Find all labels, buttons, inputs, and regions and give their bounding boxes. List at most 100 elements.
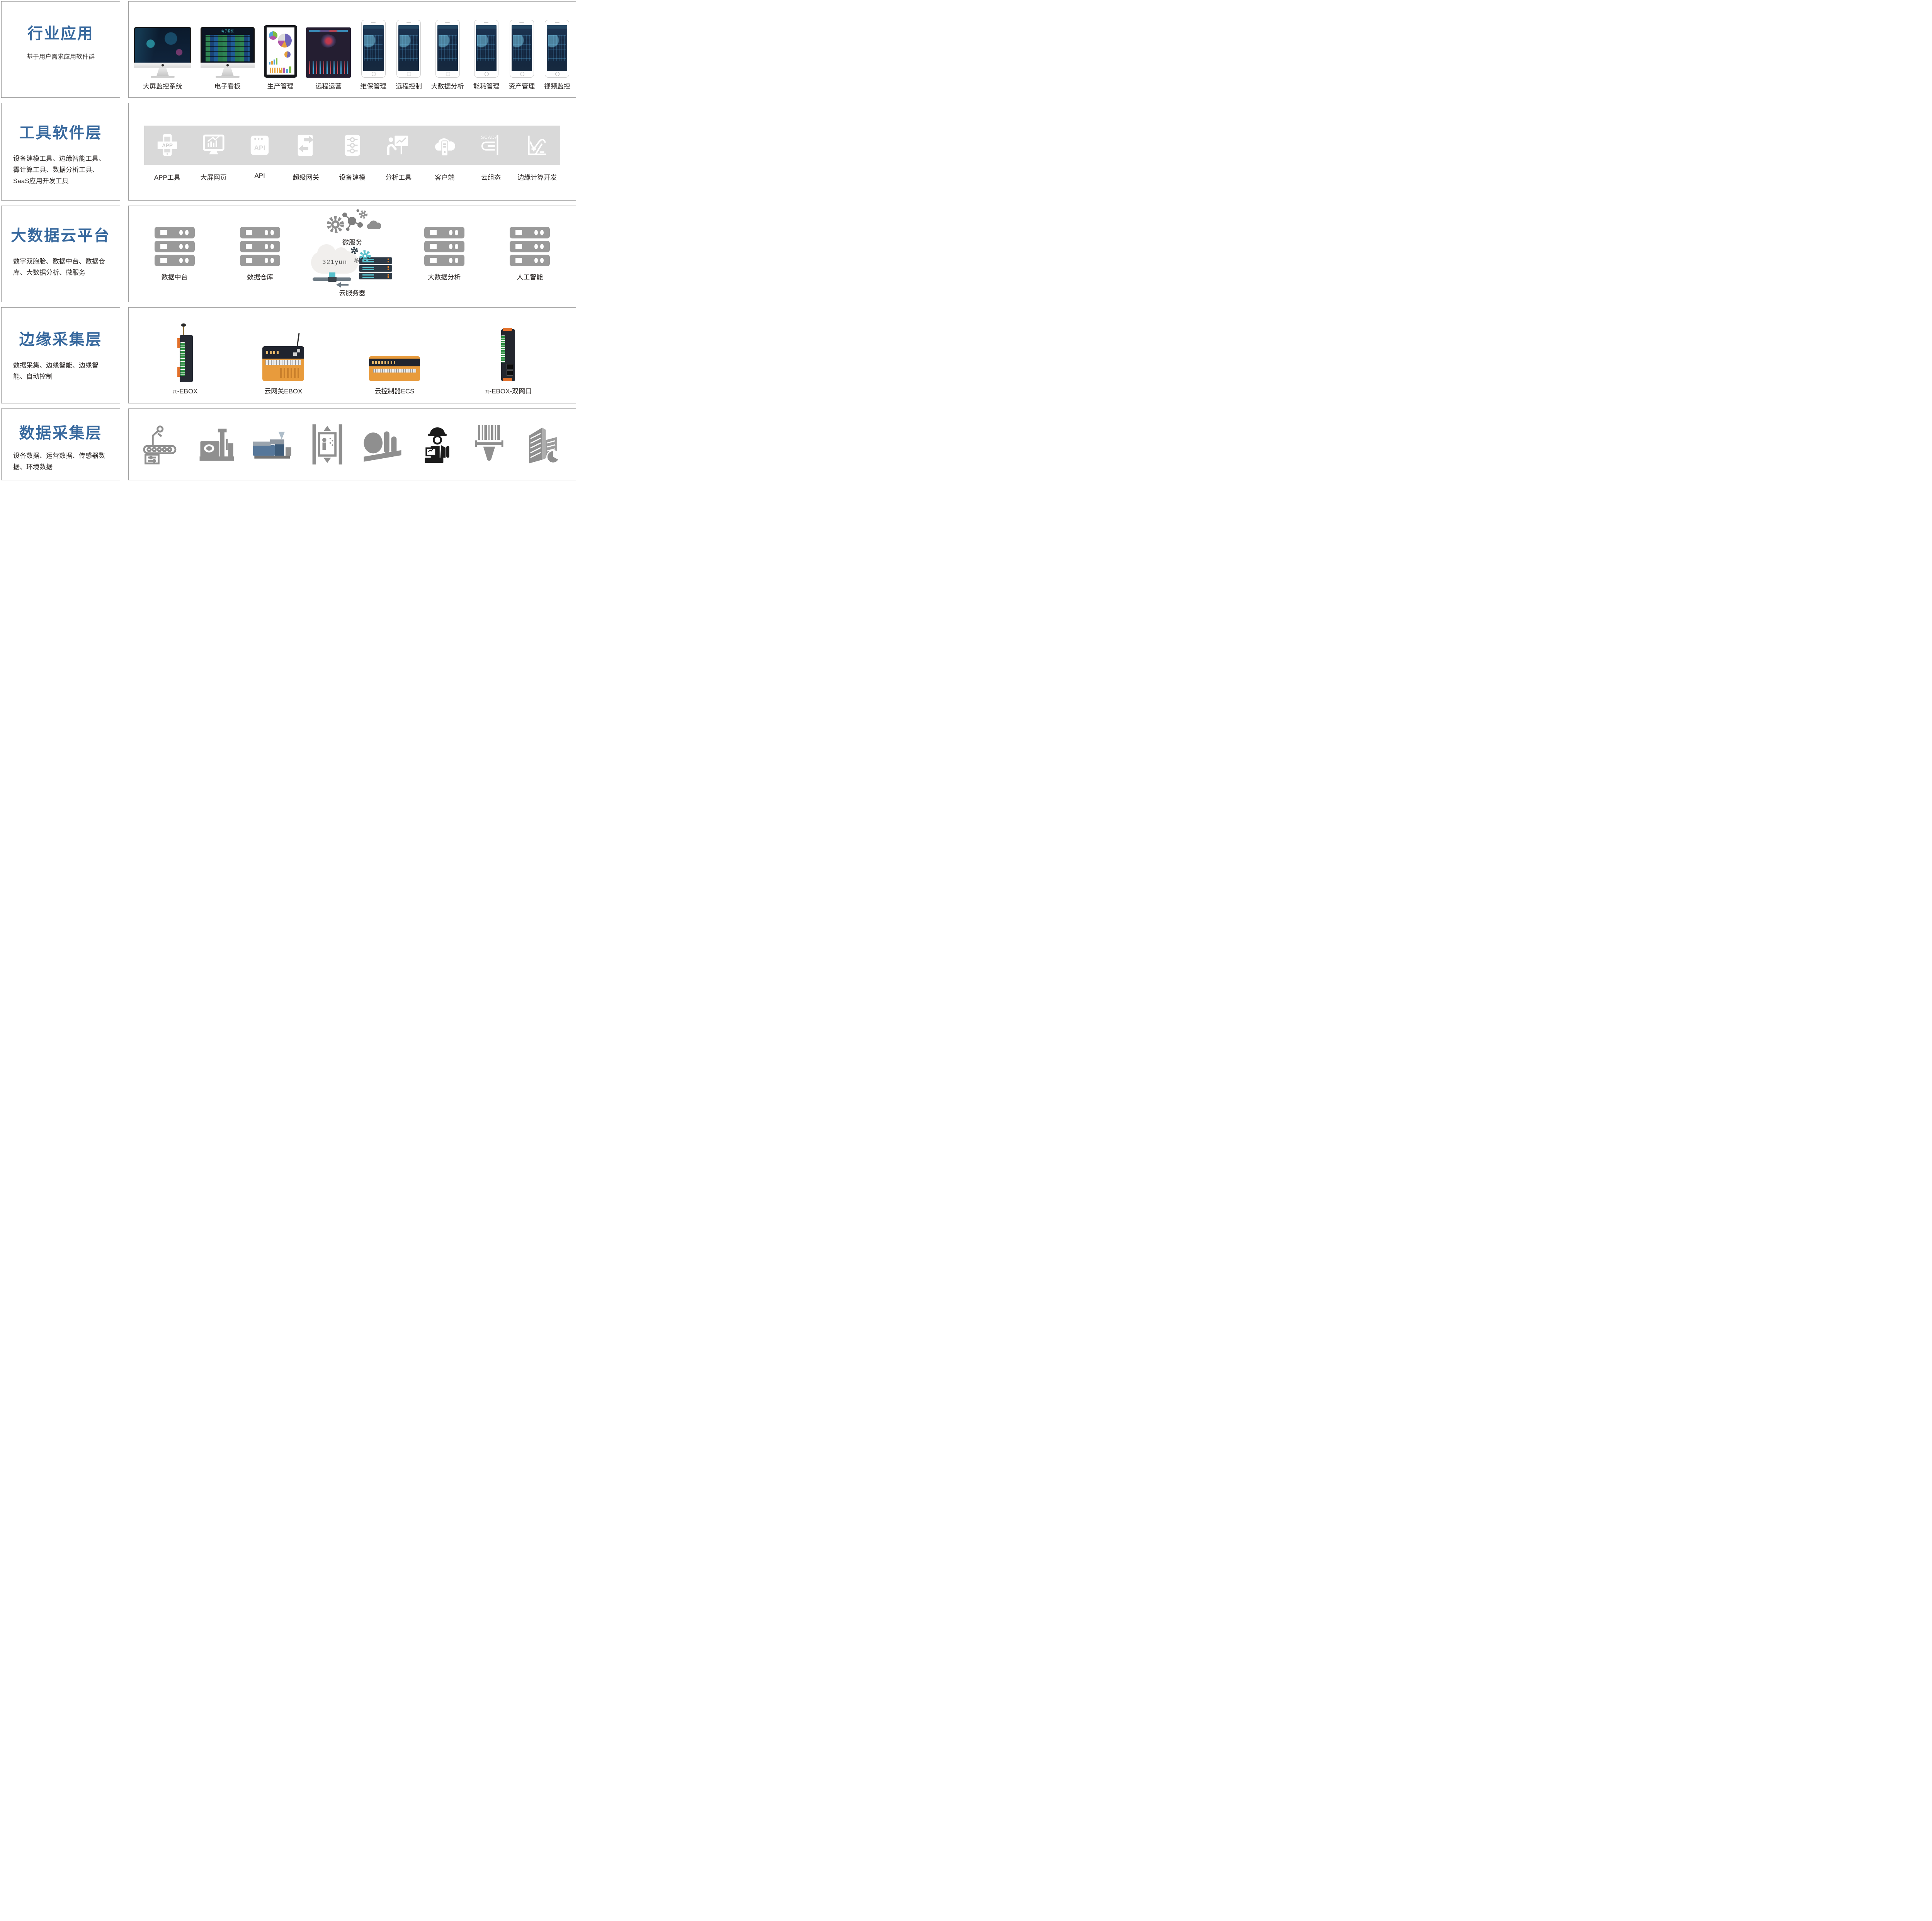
app-label: 生产管理	[267, 83, 294, 90]
smartphone-dashboard	[545, 20, 570, 78]
device-label: 云网关EBOX	[264, 388, 303, 395]
industry-layer-title: 行业应用	[27, 25, 94, 42]
analysis-tool-icon	[375, 133, 422, 157]
app-label: 资产管理	[509, 83, 535, 90]
tools-panel: APP API	[128, 103, 576, 201]
svg-text:SCADA: SCADA	[481, 135, 498, 140]
server-stack-icon	[510, 226, 550, 266]
edge-layer-subtitle: 数据采集、边缘智能、边缘智能、自动控制	[13, 362, 99, 380]
industrial-plant-icon	[364, 431, 401, 462]
row-tool-software: 工具软件层 设备建模工具、边缘智能工具、雾计算工具、数据分析工具、SaaS应用开…	[1, 103, 576, 201]
pi-ebox-dual-port-image	[500, 327, 517, 381]
row-edge-collection: 边缘采集层 数据采集、边缘智能、边缘智能、自动控制 π-EBOX 云网关EBOX	[1, 307, 576, 403]
node-label: 微服务	[342, 239, 362, 246]
row-bigdata-cloud: 大数据云平台 数字双胞胎、数据中台、数据仓库、大数据分析、微服务 数据中台 数据…	[1, 206, 576, 302]
tools-icon-band: APP API	[144, 126, 560, 165]
cnc-machine-icon	[199, 429, 234, 461]
tools-layer-panel: 工具软件层 设备建模工具、边缘智能工具、雾计算工具、数据分析工具、SaaS应用开…	[1, 103, 120, 201]
app-e-kanban: 电子看板 电子看板	[200, 27, 255, 90]
app-label: 维保管理	[360, 83, 387, 90]
smart-building-icon	[529, 427, 560, 464]
architecture-diagram: 行业应用 基于用户需求应用软件群 大屏监控系统 电子看板	[1, 1, 576, 480]
smartphone-dashboard	[361, 20, 386, 78]
app-label: 大屏监控系统	[143, 83, 182, 90]
imac-monitor-kanban-dashboard: 电子看板	[200, 27, 255, 78]
node-data-middle-platform: 数据中台	[132, 208, 218, 299]
edge-computing-dev-icon	[514, 133, 560, 157]
cloud-layer-subtitle: 数字双胞胎、数据中台、数据仓库、大数据分析、微服务	[13, 258, 105, 276]
device-pi-ebox-dual-port: π-EBOX-双网口	[485, 327, 532, 395]
node-artificial-intelligence: 人工智能	[487, 208, 573, 299]
app-tool-icon: APP	[144, 133, 190, 157]
node-label: 大数据分析	[428, 273, 461, 281]
industry-apps-panel: 大屏监控系统 电子看板 电子看板	[128, 1, 576, 98]
smartphone-dashboard	[474, 20, 498, 78]
tool-label: APP工具	[154, 174, 180, 181]
node-middle-column: 微服务 321yun	[303, 208, 401, 299]
edge-devices-panel: π-EBOX 云网关EBOX 云控制器ECS	[128, 307, 576, 403]
tool-label: API	[254, 172, 265, 179]
tools-layer-title: 工具软件层	[19, 124, 102, 141]
robot-arm-conveyor-icon	[143, 425, 177, 465]
smartphone-dashboard	[396, 20, 421, 78]
cloud-layer-title: 大数据云平台	[11, 227, 111, 244]
node-data-warehouse: 数据仓库	[218, 208, 303, 299]
field-worker-icon	[425, 427, 449, 463]
collect-sources-panel	[128, 408, 576, 480]
tool-label: 分析工具	[385, 174, 412, 181]
gears-icon	[350, 247, 371, 263]
smartphone-dashboard	[435, 20, 460, 78]
app-remote-control: 远程控制	[396, 20, 422, 90]
app-remote-operation: 远程运营	[306, 27, 351, 90]
node-microservice: 微服务	[323, 209, 381, 247]
device-pi-ebox: π-EBOX	[173, 323, 198, 395]
server-stack-icon	[154, 226, 195, 266]
app-label: 视频监控	[544, 83, 570, 90]
tool-label: 边缘计算开发	[517, 174, 557, 181]
collect-layer-panel: 数据采集层 设备数据、运营数据、传感器数据、环境数据	[1, 408, 120, 480]
node-label: 数据仓库	[247, 273, 274, 281]
big-screen-web-icon	[190, 133, 237, 157]
edge-layer-title: 边缘采集层	[19, 331, 102, 348]
tool-label: 云组态	[481, 174, 501, 181]
tablet-charts-dashboard	[264, 25, 297, 78]
row-data-collection: 数据采集层 设备数据、运营数据、传感器数据、环境数据	[1, 408, 576, 480]
industry-layer-panel: 行业应用 基于用户需求应用软件群	[1, 1, 120, 98]
left-arrow-icon	[333, 282, 349, 288]
app-label: 能耗管理	[473, 83, 500, 90]
app-energy-management: 能耗管理	[473, 20, 499, 90]
svg-text:API: API	[254, 144, 265, 152]
server-stack-icon	[240, 226, 281, 266]
app-bigdata-analysis: 大数据分析	[431, 20, 464, 90]
cloud-scada-icon: SCADA	[468, 133, 514, 157]
cloud-platform-panel: 数据中台 数据仓库	[128, 206, 576, 302]
app-production-management: 生产管理	[264, 25, 297, 90]
app-label: 电子看板	[214, 83, 241, 90]
collect-layer-subtitle: 设备数据、运营数据、传感器数据、环境数据	[13, 452, 105, 471]
smartphone-dashboard	[509, 20, 534, 78]
app-video-monitoring: 视频监控	[544, 20, 570, 90]
node-cloud-server: 321yun	[311, 244, 393, 297]
tools-labels: APP工具 大屏网页 API 超级网关 设备建模 分析工具 客户端 云组态 边缘…	[144, 172, 560, 182]
cloud-controller-ecs-image	[369, 351, 420, 381]
device-cloud-controller-ecs: 云控制器ECS	[369, 351, 420, 395]
svg-text:APP: APP	[162, 143, 173, 148]
industry-layer-subtitle: 基于用户需求应用软件群	[26, 54, 95, 60]
tool-label: 设备建模	[339, 174, 366, 181]
elevator-icon	[313, 424, 342, 465]
tool-label: 客户端	[435, 174, 455, 181]
app-label: 远程控制	[395, 83, 422, 90]
row-industry-apps: 行业应用 基于用户需求应用软件群 大屏监控系统 电子看板	[1, 1, 576, 98]
pipe-connector	[313, 272, 352, 282]
node-label: 云服务器	[339, 289, 366, 297]
app-asset-management: 资产管理	[509, 20, 535, 90]
dark-analytics-dashboard	[306, 27, 351, 78]
client-cloud-icon	[422, 133, 468, 157]
pi-ebox-module-image	[175, 323, 195, 383]
api-icon: API	[236, 133, 283, 157]
cloud-layer-panel: 大数据云平台 数字双胞胎、数据中台、数据仓库、大数据分析、微服务	[1, 206, 120, 302]
imac-monitor-map-dashboard	[134, 27, 191, 78]
edge-layer-panel: 边缘采集层 数据采集、边缘智能、边缘智能、自动控制	[1, 307, 120, 403]
app-label: 远程运营	[315, 83, 342, 90]
node-bigdata-analysis: 大数据分析	[401, 208, 487, 299]
